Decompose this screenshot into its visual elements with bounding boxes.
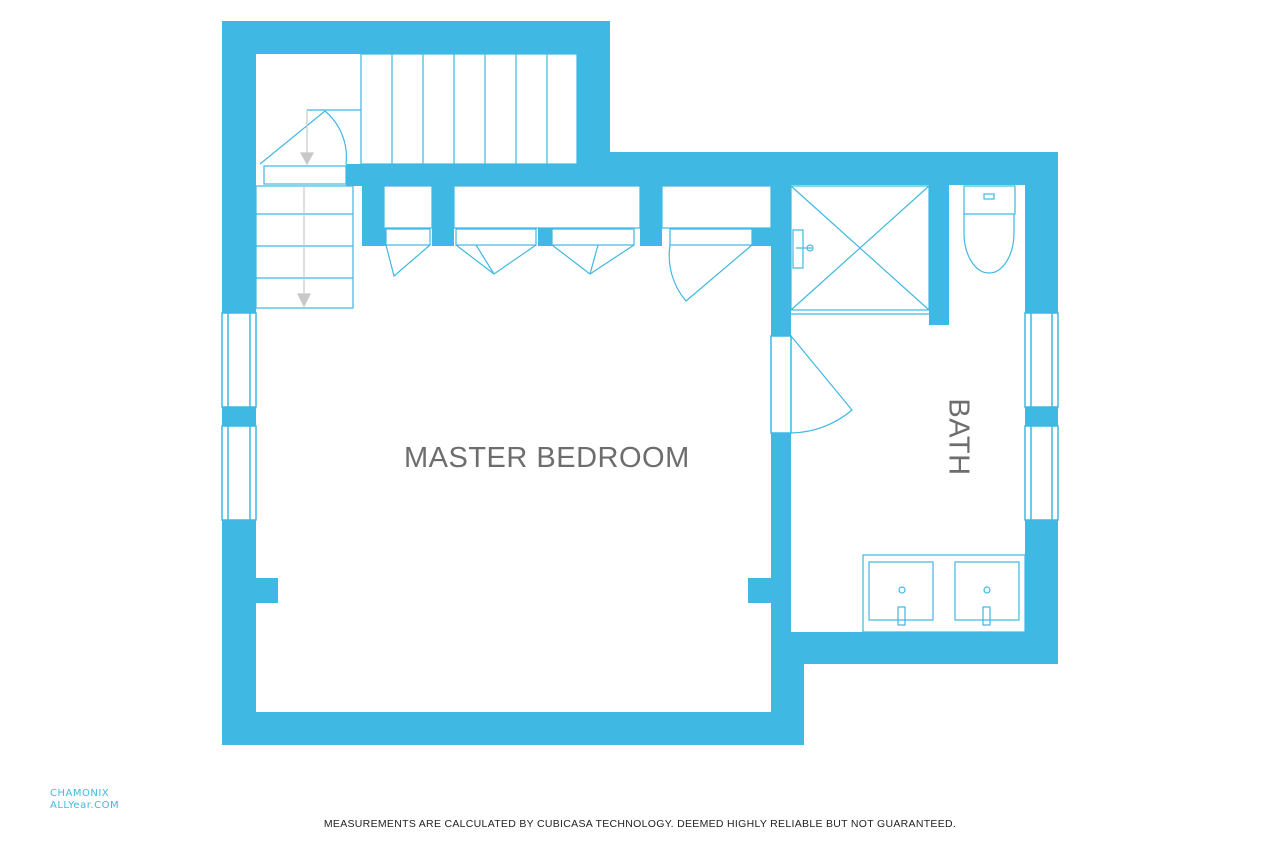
- room-label-bath: BATH: [942, 398, 975, 476]
- wall-top-stair: [222, 21, 610, 54]
- logo: CHAMONIX ALLYear.COM: [50, 788, 119, 812]
- wall-bottom-bedroom: [222, 712, 804, 745]
- window-left-1: [221, 312, 257, 408]
- logo-line-2: ALLYear.COM: [50, 800, 120, 811]
- wall-closet-bottom-r: [752, 228, 780, 246]
- door-opening-bath: [770, 335, 792, 434]
- wall-closet-div-2: [432, 164, 454, 246]
- wall-nib-right: [748, 578, 773, 603]
- bath-door: [790, 335, 853, 434]
- wall-bath-bottom: [771, 632, 1058, 664]
- vanity: [862, 554, 1026, 633]
- wall-closet-top: [346, 164, 780, 186]
- sink-icon: [898, 586, 906, 594]
- walls: [222, 21, 1058, 745]
- stairs: [255, 53, 578, 309]
- shower-icon: [790, 185, 930, 315]
- wall-shower-partition: [929, 185, 949, 325]
- room-label-master-bedroom: MASTER BEDROOM: [404, 442, 690, 474]
- disclaimer-text: MEASUREMENTS ARE CALCULATED BY CUBICASA …: [323, 818, 957, 830]
- wall-closet-div-4: [640, 164, 662, 246]
- wall-nib-left: [256, 578, 278, 603]
- window-left-2: [221, 425, 257, 521]
- wall-openings: [221, 312, 1059, 521]
- closet-doors: [383, 185, 772, 302]
- wall-right: [1025, 152, 1058, 664]
- sink-icon: [983, 586, 991, 594]
- wall-closet-div-1: [362, 164, 384, 246]
- door-swing-icon: [385, 244, 431, 278]
- toilet-icon: [963, 185, 1016, 274]
- window-right-2: [1024, 425, 1059, 521]
- wall-closet-div-3: [538, 228, 552, 246]
- window-right-1: [1024, 312, 1059, 408]
- stair-down-arrow-icon: [297, 110, 315, 308]
- logo-line-1: CHAMONIX: [50, 788, 110, 799]
